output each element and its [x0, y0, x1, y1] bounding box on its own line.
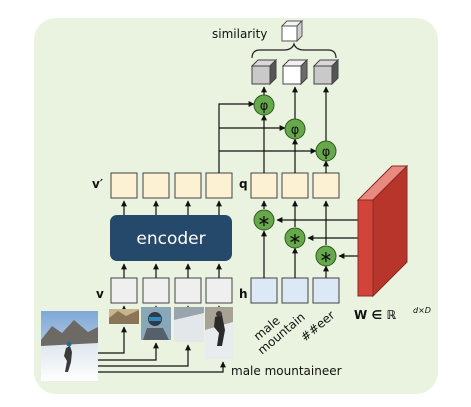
h-box — [312, 277, 340, 304]
q-row: q — [239, 172, 340, 199]
phi-node-3: φ — [315, 140, 337, 162]
q-box — [312, 172, 340, 199]
v-box — [142, 277, 170, 304]
output-cube-1 — [250, 58, 278, 86]
h-box — [281, 277, 309, 304]
caption-text: male mountaineer — [231, 364, 342, 378]
photo-climber-face-icon — [141, 307, 171, 340]
q-to-phi-arrows — [261, 114, 329, 173]
v-prime-row: v′ — [92, 172, 233, 199]
v-prime-label: v′ — [92, 177, 103, 191]
svg-text:φ: φ — [260, 99, 269, 114]
phi-to-cube-arrows — [261, 86, 329, 141]
photo-hill-crop-icon — [109, 309, 139, 324]
svg-text:d×D: d×D — [413, 306, 431, 315]
q-box — [281, 172, 309, 199]
v-prime-box — [174, 172, 202, 199]
encoder-to-v-prime-arrows — [121, 200, 222, 215]
output-cube-3 — [312, 58, 340, 86]
caption-connector-arrows — [98, 326, 226, 373]
q-label: q — [239, 177, 248, 191]
encoder-label: encoder — [136, 229, 205, 249]
v-box — [174, 277, 202, 304]
svg-text:W ∈ ℝ: W ∈ ℝ — [354, 308, 396, 322]
photo-snow-slope-icon — [174, 307, 204, 342]
svg-text:∗: ∗ — [319, 247, 332, 266]
v-box — [205, 277, 233, 304]
phi-node-2: φ — [284, 118, 306, 140]
weight-matrix — [356, 164, 409, 298]
svg-text:∗: ∗ — [257, 211, 270, 230]
svg-text:φ: φ — [322, 145, 331, 160]
svg-text:∗: ∗ — [288, 229, 301, 248]
similarity-cube-icon — [280, 19, 304, 43]
v-prime-box — [205, 172, 233, 199]
weight-label: W ∈ ℝ d×D — [354, 306, 431, 322]
svg-text:φ: φ — [291, 123, 300, 138]
output-cube-2 — [281, 58, 309, 86]
similarity-brace — [251, 42, 337, 59]
h-label: h — [239, 287, 248, 301]
phi-node-1: φ — [253, 94, 275, 116]
v-prime-box — [142, 172, 170, 199]
q-box — [250, 172, 278, 199]
weight-to-conv-arrows — [276, 217, 358, 259]
similarity-label: similarity — [212, 27, 267, 41]
encoder-block: encoder — [110, 215, 232, 261]
photo-wide-scene-icon — [41, 311, 98, 381]
v-prime-box — [110, 172, 138, 199]
h-row: h — [239, 277, 340, 304]
conv-node-2: ∗ — [284, 227, 306, 249]
conv-node-3: ∗ — [315, 245, 337, 267]
conv-node-1: ∗ — [253, 209, 275, 231]
v-prime-to-phi-arrows — [218, 101, 317, 173]
v-to-encoder-arrows — [121, 263, 222, 278]
v-label: v — [96, 287, 104, 301]
photo-climber-full-icon — [205, 307, 233, 359]
h-box — [250, 277, 278, 304]
h-to-conv-arrows — [261, 230, 329, 278]
v-row: v — [96, 277, 233, 304]
v-box — [110, 277, 138, 304]
